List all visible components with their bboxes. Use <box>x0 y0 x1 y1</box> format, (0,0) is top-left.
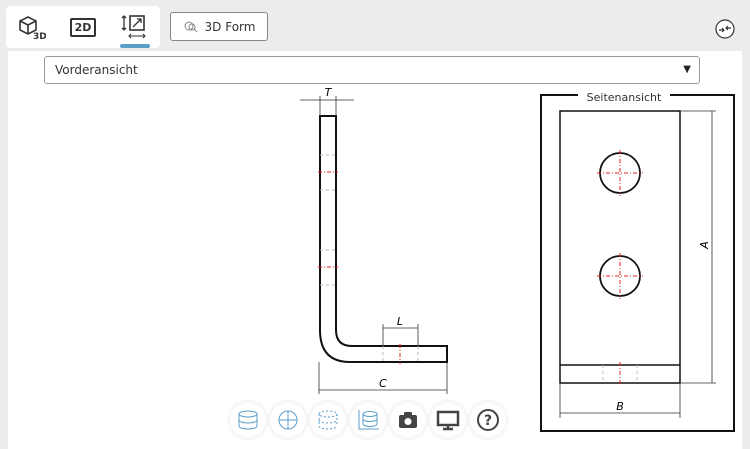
section-view-button[interactable] <box>270 402 306 438</box>
view-mode-bar: 3D 2D <box>6 6 160 48</box>
cylinder-dimensions-icon <box>358 410 379 430</box>
dimension-label-t: T <box>325 86 333 99</box>
dimension-label-a: A <box>698 241 711 250</box>
chevron-down-icon: ▼ <box>683 64 691 75</box>
solid-view-button[interactable] <box>230 402 266 438</box>
dimension-label-b: B <box>616 400 624 413</box>
2d-view-button[interactable]: 2D <box>66 12 100 42</box>
svg-text:?: ? <box>484 413 492 429</box>
cylinder-solid-icon <box>238 410 258 430</box>
hidden-lines-button[interactable] <box>310 402 346 438</box>
form-button-label: 3D Form <box>204 19 256 34</box>
front-view: T L C <box>300 86 448 394</box>
dimensions-view-button[interactable] <box>118 12 152 42</box>
monitor-icon <box>436 410 460 431</box>
dimensions-icon <box>121 15 146 39</box>
dimension-label-c: C <box>379 377 387 390</box>
cross-section-icon <box>278 410 298 430</box>
3d-form-button[interactable]: 3D Form <box>170 12 268 41</box>
view-select[interactable]: Vorderansicht ▼ <box>44 56 700 84</box>
dimensions-button[interactable] <box>350 402 386 438</box>
bottom-toolbar: ? <box>230 402 506 438</box>
help-icon: ? <box>477 409 499 431</box>
svg-text:3D: 3D <box>33 32 46 40</box>
dimension-label-l: L <box>397 315 403 328</box>
3d-view-button[interactable]: 3D <box>14 12 48 42</box>
side-view-title: Seitenansicht <box>587 91 662 104</box>
active-mode-indicator <box>120 44 150 48</box>
2d-icon: 2D <box>69 17 97 37</box>
fullscreen-button[interactable] <box>430 402 466 438</box>
shapes-search-icon <box>184 21 197 32</box>
side-view: Seitenansicht A B <box>540 89 735 432</box>
cube-3d-icon: 3D <box>19 16 46 40</box>
help-button[interactable]: ? <box>470 402 506 438</box>
cylinder-hidden-icon <box>318 410 338 430</box>
view-select-value: Vorderansicht <box>55 63 138 77</box>
camera-icon <box>399 412 417 428</box>
collapse-icon[interactable] <box>715 19 735 39</box>
screenshot-button[interactable] <box>390 402 426 438</box>
